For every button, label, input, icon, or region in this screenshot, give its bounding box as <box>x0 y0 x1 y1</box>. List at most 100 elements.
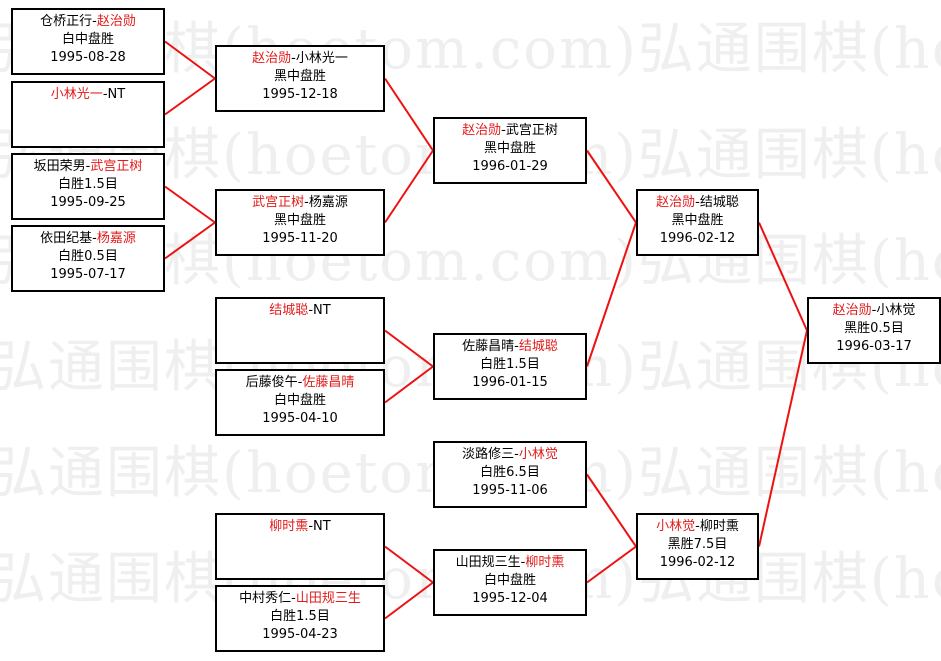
winner-name: 赵治勋 <box>832 303 872 318</box>
match-players: 赵治勋-小林光一 <box>217 50 383 68</box>
match-date: 1996-01-29 <box>472 159 548 174</box>
loser-name: 坂田荣男 <box>33 159 86 174</box>
loser-name: 中村秀仁 <box>239 591 292 606</box>
loser-name: 结城聪 <box>699 195 739 210</box>
bracket-connector <box>164 77 216 116</box>
match-date: 1995-12-18 <box>262 87 338 102</box>
loser-name: 杨嘉源 <box>308 195 348 210</box>
match-date: 1995-11-06 <box>472 483 548 498</box>
bracket-connector <box>758 330 808 547</box>
loser-name: NT <box>107 87 126 102</box>
match-box-r2-4: 后藤俊午-佐藤昌晴白中盘胜 1995-04-10 <box>215 369 385 436</box>
bracket-connector <box>586 222 637 367</box>
match-date: 1996-01-15 <box>472 375 548 390</box>
bracket-connector <box>164 40 216 80</box>
match-date: 1996-03-17 <box>836 339 912 354</box>
match-result: 白中盘胜 <box>61 32 114 47</box>
bracket-connector <box>384 149 434 224</box>
bracket-connector <box>586 473 637 548</box>
match-date: 1995-08-28 <box>50 50 126 65</box>
match-players: 赵治勋-结城聪 <box>638 194 757 212</box>
match-result: 白胜1.5目 <box>58 177 118 192</box>
players-separator: - <box>304 195 309 210</box>
match-result: 黑中盘胜 <box>483 141 536 156</box>
winner-name: 结城聪 <box>269 303 309 318</box>
players-separator: - <box>514 339 519 354</box>
loser-name: 淡路修三 <box>462 447 515 462</box>
match-date <box>217 554 383 572</box>
players-separator: - <box>85 159 91 174</box>
match-date <box>217 338 383 356</box>
match-date: 1995-11-20 <box>262 231 338 246</box>
players-separator: - <box>308 303 314 318</box>
winner-name: 柳时熏 <box>269 519 309 534</box>
winner-name: 赵治勋 <box>96 14 136 29</box>
match-result: 白中盘胜 <box>273 393 326 408</box>
bracket-connector <box>586 545 637 584</box>
match-result: 白胜1.5目 <box>270 609 330 624</box>
loser-name: 仓桥正行 <box>40 14 93 29</box>
winner-name: 山田规三生 <box>295 591 361 606</box>
match-date: 1995-04-10 <box>262 411 338 426</box>
match-result <box>13 104 163 122</box>
loser-name: NT <box>313 303 331 318</box>
match-players: 柳时熏-NT <box>217 518 383 536</box>
match-result <box>217 536 383 554</box>
match-players: 赵治勋-武宫正树 <box>435 122 585 140</box>
loser-name: 小林光一 <box>295 51 348 66</box>
players-separator: - <box>92 231 97 246</box>
winner-name: 柳时熏 <box>525 555 565 570</box>
bracket-connector <box>586 149 637 224</box>
match-players: 依田纪基-杨嘉源 <box>13 230 163 248</box>
match-players: 武宫正树-杨嘉源 <box>217 194 383 212</box>
loser-name: 后藤俊午 <box>245 375 298 390</box>
winner-name: 赵治勋 <box>252 51 292 66</box>
players-separator: - <box>514 447 519 462</box>
match-result: 黑中盘胜 <box>671 213 724 228</box>
match-date: 1995-09-25 <box>50 195 126 210</box>
players-separator: - <box>695 195 700 210</box>
match-date: 1995-04-23 <box>262 627 338 642</box>
bracket-connector <box>384 77 434 152</box>
winner-name: 赵治勋 <box>656 195 696 210</box>
match-result: 黑中盘胜 <box>273 213 326 228</box>
match-result: 白中盘胜 <box>483 573 536 588</box>
match-players: 坂田荣男-武宫正树 <box>13 158 163 176</box>
match-result: 黑胜7.5目 <box>667 537 728 552</box>
match-box-r2-3: 结城聪-NT <box>215 297 385 364</box>
match-box-r2-6: 中村秀仁-山田规三生白胜1.5目 1995-04-23 <box>215 585 385 652</box>
match-date: 1996-02-12 <box>659 555 736 570</box>
loser-name: 武宫正树 <box>505 123 558 138</box>
match-result <box>217 320 383 338</box>
winner-name: 赵治勋 <box>462 123 502 138</box>
bracket-connector <box>164 221 216 260</box>
loser-name: 佐藤昌晴 <box>462 339 515 354</box>
loser-name: 柳时熏 <box>699 519 739 534</box>
bracket-connector <box>384 365 434 404</box>
match-box-r1-3: 坂田荣男-武宫正树白胜1.5目 1995-09-25 <box>11 153 165 220</box>
loser-name: 小林觉 <box>876 303 916 318</box>
winner-name: 小林觉 <box>656 519 696 534</box>
bracket-connector <box>384 545 434 584</box>
match-result: 白胜6.5目 <box>480 465 540 480</box>
match-box-r1-2: 小林光一-NT <box>11 81 165 148</box>
winner-name: 杨嘉源 <box>96 231 136 246</box>
match-players: 佐藤昌晴-结城聪 <box>435 338 585 356</box>
players-separator: - <box>291 591 296 606</box>
winner-name: 佐藤昌晴 <box>302 375 355 390</box>
players-separator: - <box>102 87 108 102</box>
winner-name: 小林觉 <box>518 447 558 462</box>
match-players: 后藤俊午-佐藤昌晴 <box>217 374 383 392</box>
match-box-r3-1: 赵治勋-武宫正树黑中盘胜 1996-01-29 <box>433 117 587 184</box>
match-box-r2-5: 柳时熏-NT <box>215 513 385 580</box>
bracket-connector <box>758 222 808 331</box>
winner-name: 结城聪 <box>518 339 558 354</box>
match-players: 赵治勋-小林觉 <box>809 302 939 320</box>
